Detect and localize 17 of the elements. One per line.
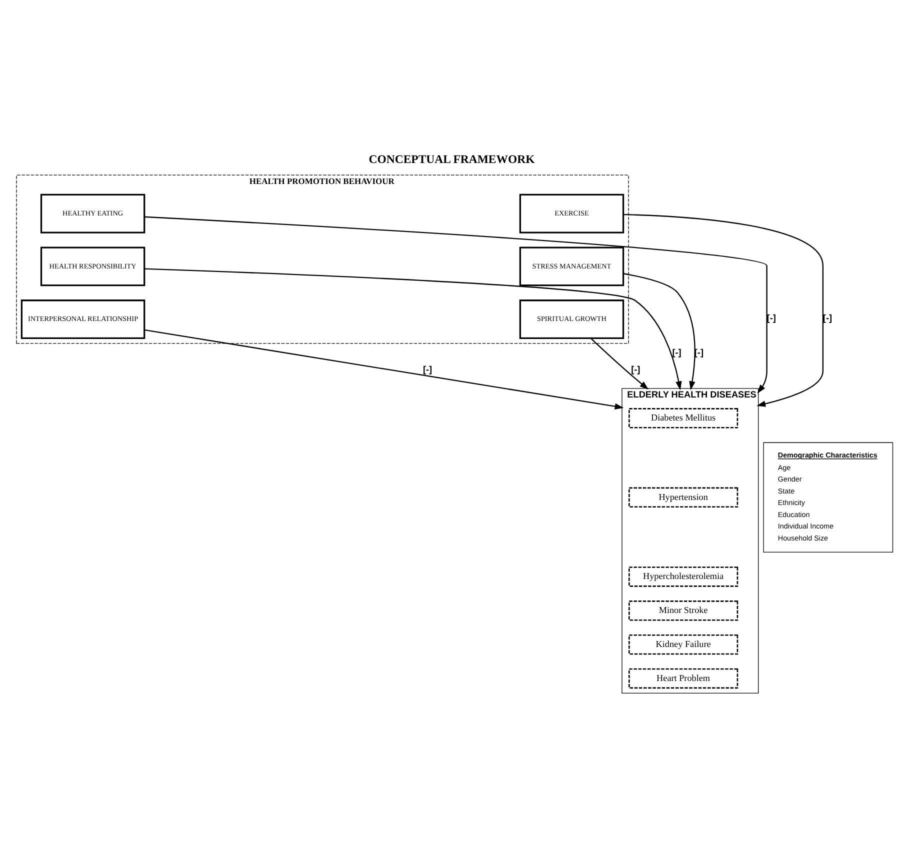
arrow bbox=[144, 216, 768, 393]
node-box: Hypercholesterolemia bbox=[628, 566, 738, 586]
node-box: Heart Problem bbox=[628, 668, 738, 688]
node-box: Hypertension bbox=[628, 486, 738, 508]
diagram-title: CONCEPTUAL FRAMEWORK bbox=[368, 152, 535, 166]
arrow bbox=[144, 268, 682, 390]
node-box: Diabetes Mellitus bbox=[628, 408, 738, 428]
node-box: Kidney Failure bbox=[628, 634, 738, 654]
edge-label: [-] bbox=[672, 346, 682, 357]
node-box: Minor Stroke bbox=[628, 600, 738, 620]
edge-label: [-] bbox=[822, 312, 832, 323]
arrow bbox=[623, 272, 696, 390]
arrow bbox=[144, 328, 624, 409]
edge-label: [-] bbox=[422, 364, 432, 374]
arrow bbox=[623, 213, 824, 406]
arrow bbox=[590, 338, 649, 390]
edge-label: [-] bbox=[631, 364, 640, 374]
